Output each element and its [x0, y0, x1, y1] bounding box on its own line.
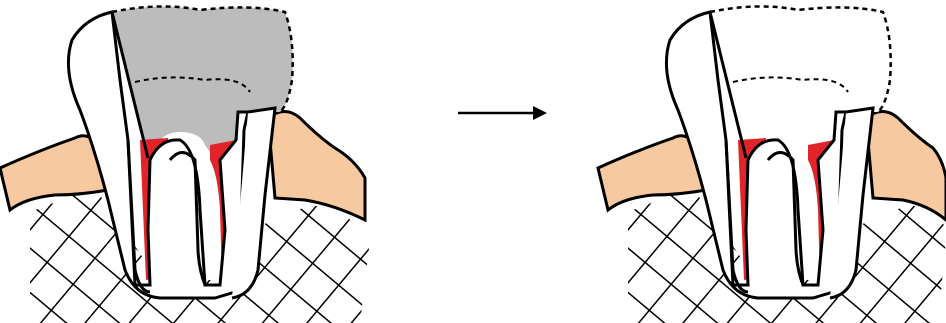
gum-right: [268, 112, 365, 221]
gum-right: [866, 112, 946, 221]
transition-arrow: [458, 106, 547, 120]
tooth-after: [598, 6, 946, 323]
tooth-before: [0, 6, 370, 323]
arrow-head: [533, 106, 547, 120]
